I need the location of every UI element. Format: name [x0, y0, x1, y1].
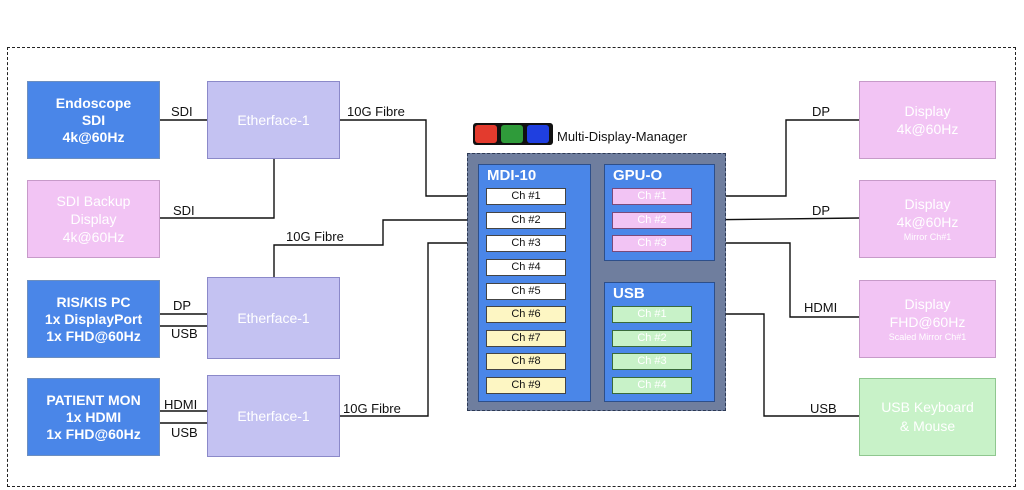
- gpu-o-title: GPU-O: [613, 167, 663, 184]
- patient-mon-port: 1x HDMI: [65, 408, 122, 425]
- dp-link-label-out-2: DP: [812, 203, 831, 218]
- system-boundary: [7, 47, 1016, 487]
- patient-mon-resolution: 1x FHD@60Hz: [46, 425, 141, 442]
- etherface-top-label: Etherface-1: [237, 112, 310, 128]
- endoscope-name: Endoscope: [55, 94, 132, 111]
- usb-link-label-in-2: USB: [171, 425, 198, 440]
- etherface-bottom: Etherface-1: [207, 375, 340, 457]
- display-3-resolution: FHD@60Hz: [889, 314, 966, 330]
- display-2-name: Display: [904, 196, 951, 212]
- display-output-3: Display FHD@60Hz Scaled Mirror Ch#1: [859, 280, 996, 358]
- patient-mon-name: PATIENT MON: [46, 391, 141, 408]
- usb-keyboard-mouse: USB Keyboard & Mouse: [859, 378, 996, 456]
- usb-link-label-in-1: USB: [171, 326, 198, 341]
- hdmi-link-label-in: HDMI: [164, 397, 198, 412]
- gpu-channel-3: Ch #3: [612, 235, 692, 252]
- ris-kis-name: RIS/KIS PC: [56, 293, 131, 310]
- display-2-resolution: 4k@60Hz: [896, 214, 959, 230]
- blue-swatch: [527, 125, 549, 143]
- etherface-middle: Etherface-1: [207, 277, 340, 359]
- sdi-backup-type: Display: [70, 211, 117, 227]
- sdi-link-label-2: SDI: [173, 203, 195, 218]
- mdi-10-title: MDI-10: [487, 167, 537, 184]
- usb-channel-3: Ch #3: [612, 353, 692, 370]
- mdi-channel-7: Ch #7: [486, 330, 566, 347]
- sdi-link-label-1: SDI: [171, 104, 193, 119]
- mdi-channel-3: Ch #3: [486, 235, 566, 252]
- ris-kis-pc: RIS/KIS PC 1x DisplayPort 1x FHD@60Hz: [27, 280, 160, 358]
- mdi-channel-5: Ch #5: [486, 283, 566, 300]
- usb-channel-4: Ch #4: [612, 377, 692, 394]
- gpu-channel-2: Ch #2: [612, 212, 692, 229]
- etherface-bottom-label: Etherface-1: [237, 408, 310, 424]
- sdi-backup-name: SDI Backup: [56, 193, 131, 209]
- sdi-backup-resolution: 4k@60Hz: [62, 229, 125, 245]
- manager-title: Multi-Display-Manager: [557, 129, 688, 144]
- display-3-mode: Scaled Mirror Ch#1: [888, 332, 967, 342]
- gpu-channel-1: Ch #1: [612, 188, 692, 205]
- hdmi-link-label-out: HDMI: [804, 300, 838, 315]
- red-swatch: [475, 125, 497, 143]
- endoscope-resolution: 4k@60Hz: [62, 128, 125, 145]
- usb-channel-2: Ch #2: [612, 330, 692, 347]
- patient-monitor: PATIENT MON 1x HDMI 1x FHD@60Hz: [27, 378, 160, 456]
- mdi-channel-2: Ch #2: [486, 212, 566, 229]
- usb-device-name-2: & Mouse: [899, 418, 956, 434]
- mdi-channel-8: Ch #8: [486, 353, 566, 370]
- green-swatch: [501, 125, 523, 143]
- dp-link-label-in: DP: [173, 298, 192, 313]
- usb-panel-title: USB: [613, 285, 645, 302]
- mdi-channel-1: Ch #1: [486, 188, 566, 205]
- usb-link-label-out: USB: [810, 401, 837, 416]
- fibre-link-label-2: 10G Fibre: [286, 229, 344, 244]
- mdi-channel-9: Ch #9: [486, 377, 566, 394]
- display-1-name: Display: [904, 103, 951, 119]
- fibre-link-label-1: 10G Fibre: [347, 104, 405, 119]
- dp-link-label-out-1: DP: [812, 104, 831, 119]
- etherface-middle-label: Etherface-1: [237, 310, 310, 326]
- rgb-logo-icon: [473, 123, 553, 145]
- mdi-channel-6: Ch #6: [486, 306, 566, 323]
- mdi-channel-4: Ch #4: [486, 259, 566, 276]
- display-1-resolution: 4k@60Hz: [896, 121, 959, 137]
- ris-kis-port: 1x DisplayPort: [44, 310, 143, 327]
- sdi-backup-display: SDI Backup Display 4k@60Hz: [27, 180, 160, 258]
- endoscope-signal: SDI: [81, 111, 106, 128]
- display-3-name: Display: [904, 296, 951, 312]
- ris-kis-resolution: 1x FHD@60Hz: [46, 327, 141, 344]
- fibre-link-label-3: 10G Fibre: [343, 401, 401, 416]
- display-output-2: Display 4k@60Hz Mirror Ch#1: [859, 180, 996, 258]
- usb-channel-1: Ch #1: [612, 306, 692, 323]
- endoscope-source: Endoscope SDI 4k@60Hz: [27, 81, 160, 159]
- display-2-mode: Mirror Ch#1: [903, 232, 952, 242]
- display-output-1: Display 4k@60Hz: [859, 81, 996, 159]
- etherface-top: Etherface-1: [207, 81, 340, 159]
- usb-device-name: USB Keyboard: [881, 399, 974, 415]
